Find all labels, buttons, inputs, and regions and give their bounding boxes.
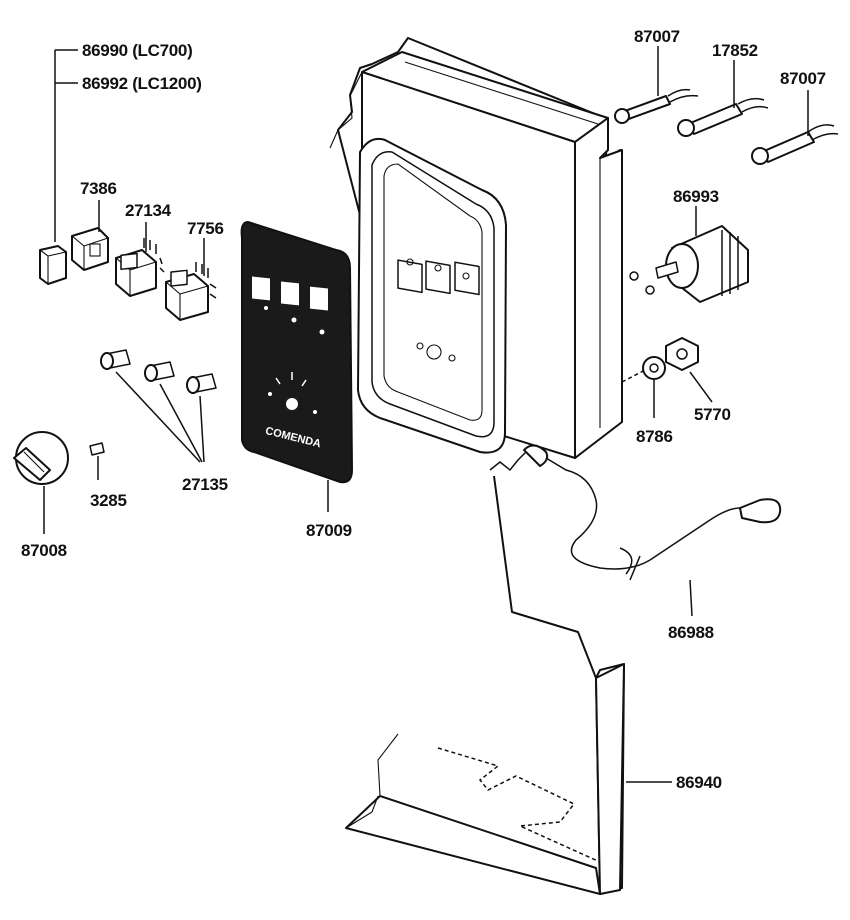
rocker-switch-27134 [115,238,165,297]
label-8786: 8786 [636,427,673,446]
washer-8786 [642,356,666,380]
front-panel-87009: COMENDA [240,220,354,484]
label-87008: 87008 [21,541,67,560]
screw-27135-c [186,373,217,394]
label-87007-b: 87007 [780,69,826,88]
label-27134: 27134 [125,201,172,220]
label-87009: 87009 [306,521,352,540]
mounting-bracket-86940 [345,475,625,895]
gasket-frame [357,137,507,454]
rotary-switch-86993 [629,225,749,303]
nut-5770 [665,337,699,371]
switch-cover-86990 [39,245,67,285]
label-87007-a: 87007 [634,27,680,46]
label-27135: 27135 [182,475,228,494]
label-17852: 17852 [712,41,758,60]
label-86988: 86988 [668,623,714,642]
set-screw-3285 [89,442,105,456]
rocker-switch-7756 [165,262,217,321]
screw-27135-b [144,361,175,382]
assembly-dash-line [621,369,646,383]
capillary-bulb-86988 [489,444,782,581]
part-labels: 86990 (LC700) 86992 (LC1200) 7386 27134 … [21,27,826,792]
label-86990: 86990 (LC700) [82,41,192,60]
label-86993: 86993 [673,187,719,206]
label-3285: 3285 [90,491,127,510]
label-86992: 86992 (LC1200) [82,74,202,93]
indicator-lamp-87007-a [614,88,699,124]
knob-87008 [13,431,69,485]
leader-lines [43,46,809,783]
indicator-lamp-87007-b [751,124,839,165]
label-7756: 7756 [187,219,224,238]
label-5770: 5770 [694,405,731,424]
label-86940: 86940 [676,773,722,792]
label-7386: 7386 [80,179,117,198]
screw-27135-a [100,349,131,370]
switch-cap-7386 [71,227,109,271]
indicator-lamp-17852 [677,97,769,137]
